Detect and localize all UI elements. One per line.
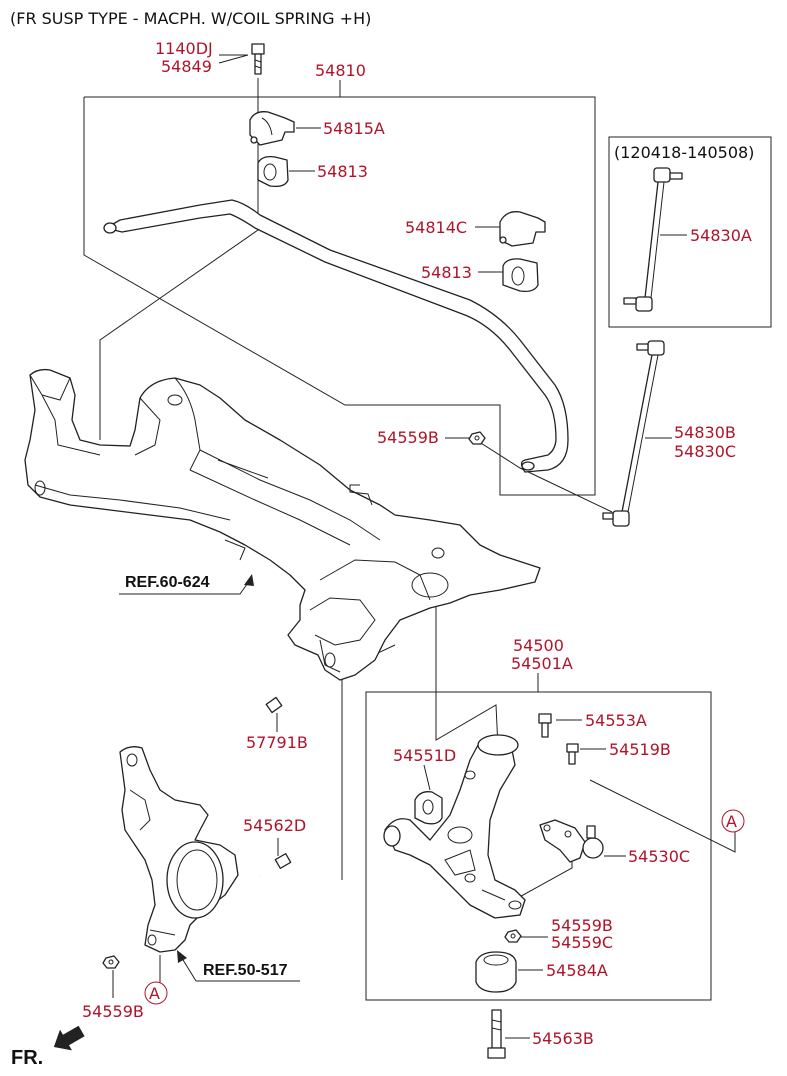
stabilizer-link-54830b-icon[interactable]: [602, 340, 665, 527]
ref-60-arrow: [119, 574, 254, 595]
marker-a-right: A: [721, 809, 745, 833]
part-label-54815a[interactable]: 54815A: [323, 119, 385, 138]
date-range-label: (120418-140508): [614, 143, 754, 162]
part-label-54849[interactable]: 54849: [161, 57, 212, 76]
part-label-54500[interactable]: 54500: [513, 636, 564, 655]
part-label-54501a[interactable]: 54501A: [511, 654, 573, 673]
stabilizer-frame: [83, 96, 596, 496]
ref-label-60-624[interactable]: REF.60-624: [125, 574, 210, 591]
bushing-54551d-icon[interactable]: [414, 791, 443, 825]
part-label-54559b-arm[interactable]: 54559B: [551, 916, 613, 935]
stabilizer-bar-icon[interactable]: [103, 199, 569, 473]
bolt-54519b-icon[interactable]: [566, 743, 579, 765]
part-label-1140dj[interactable]: 1140DJ: [155, 39, 213, 58]
part-label-54562d[interactable]: 54562D: [243, 816, 306, 835]
svg-text:A: A: [726, 812, 737, 831]
part-label-54814c[interactable]: 54814C: [405, 218, 467, 237]
marker-a-left: A: [144, 981, 168, 1005]
part-label-54553a[interactable]: 54553A: [585, 711, 647, 730]
bushing-bracket-54814c-icon[interactable]: [499, 211, 546, 247]
steering-knuckle-icon[interactable]: [119, 746, 239, 953]
nut-54559b-arm-icon[interactable]: [504, 929, 522, 943]
part-label-54551d[interactable]: 54551D: [393, 746, 456, 765]
part-label-54830c[interactable]: 54830C: [674, 442, 736, 461]
bushing-bracket-54815a-icon[interactable]: [249, 111, 295, 146]
subframe-crossmember-icon[interactable]: [24, 368, 541, 681]
part-label-54810[interactable]: 54810: [315, 61, 366, 80]
ref-label-50-517[interactable]: REF.50-517: [203, 962, 288, 979]
bushing-54813-upper-icon[interactable]: [257, 155, 289, 188]
nut-54559b-knuckle-icon[interactable]: [102, 955, 120, 969]
svg-text:A: A: [149, 984, 160, 1003]
part-label-54559b-top[interactable]: 54559B: [377, 428, 439, 447]
part-label-54813-lower[interactable]: 54813: [421, 263, 472, 282]
ref-50-arrow: [177, 950, 300, 982]
part-label-54584a[interactable]: 54584A: [546, 961, 608, 980]
part-label-54519b[interactable]: 54519B: [609, 740, 671, 759]
lower-control-arm-icon[interactable]: [383, 734, 526, 919]
bolt-1140dj-icon[interactable]: [251, 43, 265, 75]
front-direction-label: FR.: [11, 1047, 43, 1069]
ball-joint-54530c-icon[interactable]: [539, 819, 604, 863]
part-label-54530c[interactable]: 54530C: [628, 847, 690, 866]
part-label-54813-upper[interactable]: 54813: [317, 162, 368, 181]
bolt-54562d-icon[interactable]: [259, 853, 292, 878]
part-label-54830a[interactable]: 54830A: [690, 226, 752, 245]
bolt-57791b-icon[interactable]: [265, 678, 307, 714]
part-label-54559c[interactable]: 54559C: [551, 933, 613, 952]
front-arrow-icon: [53, 1025, 85, 1051]
diagram-title: (FR SUSP TYPE - MACPH. W/COIL SPRING +H): [10, 9, 371, 28]
bolt-54553a-icon[interactable]: [538, 713, 552, 738]
bolt-54563b-icon[interactable]: [487, 1009, 506, 1059]
nut-54559b-top-icon[interactable]: [468, 431, 486, 445]
stabilizer-link-54830a-icon[interactable]: [623, 167, 683, 312]
part-label-57791b[interactable]: 57791B: [246, 733, 308, 752]
bushing-54584a-icon[interactable]: [475, 951, 517, 993]
part-label-54830b[interactable]: 54830B: [674, 423, 736, 442]
part-label-54563b[interactable]: 54563B: [532, 1029, 594, 1048]
part-label-54559b-knuckle[interactable]: 54559B: [82, 1002, 144, 1021]
bushing-54813-lower-icon[interactable]: [502, 258, 539, 293]
link-detail-frame: [608, 136, 772, 328]
